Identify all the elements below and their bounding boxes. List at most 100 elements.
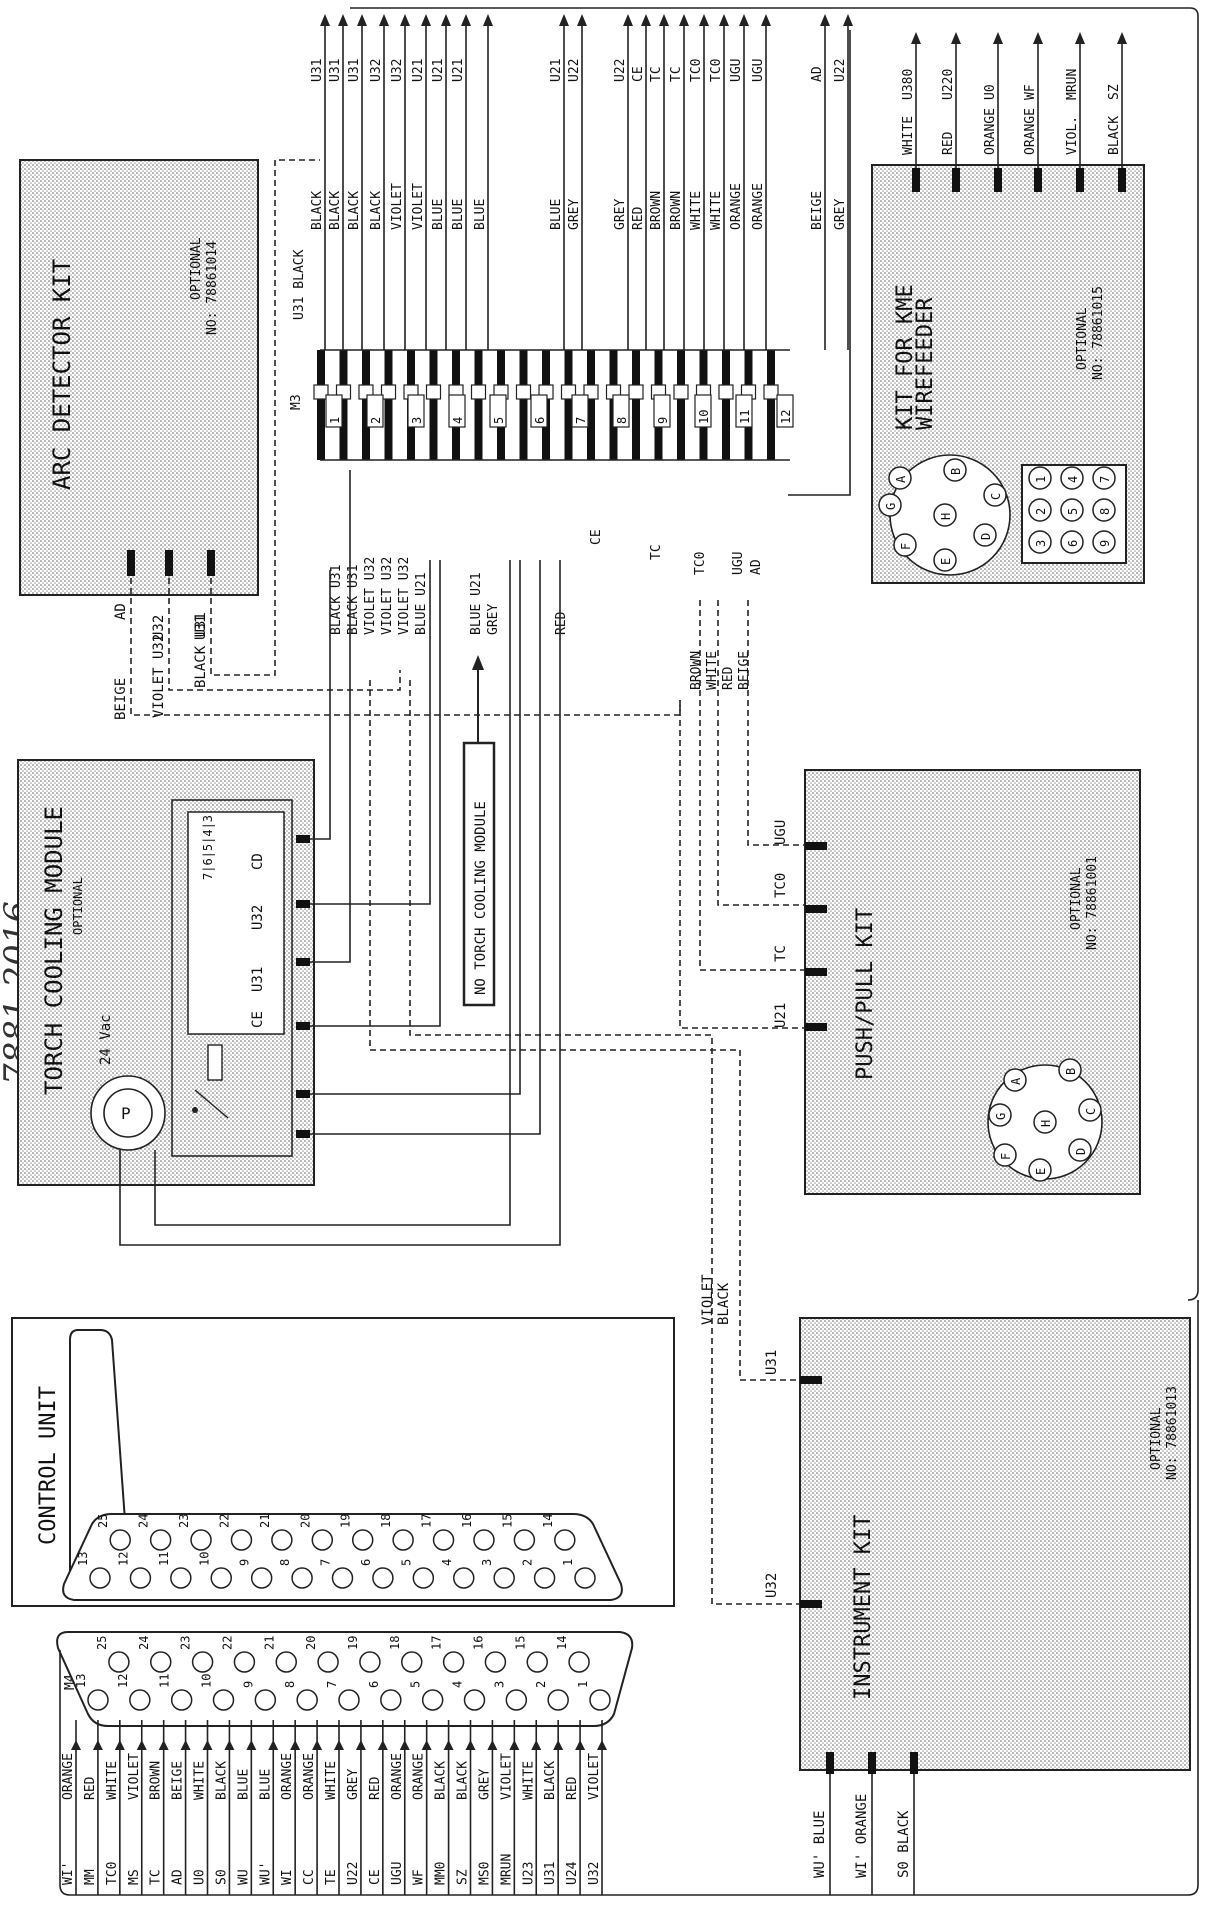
m3-right-color: WHITE [689,191,704,230]
m3-extra-label: WHITE [705,651,720,690]
kme-circle-pin-label: H [939,513,953,520]
control-unit-pin-number: 3 [480,1559,494,1566]
m3-wire-arrow [441,14,451,26]
m4-pin-number: 10 [200,1674,214,1688]
m4-pin-12 [129,1689,151,1711]
m4-wire-arrow [487,1740,498,1750]
m3-right-color: GREY [567,199,582,230]
m3-right-color: RED [631,206,646,230]
kme-kit-title: KIT FOR KME [893,284,918,430]
m3-wire-arrow [577,14,587,26]
m3-right-color: BLACK [369,191,384,230]
m3-right-signal: TC0 [709,59,724,82]
m3-right-color: GREY [833,199,848,230]
kme-circle-pin-label: F [899,543,913,550]
m4-pin-number: 24 [137,1636,151,1650]
instrument-terminals [800,1376,918,1774]
m4-pin-number: 20 [304,1636,318,1650]
m4-wire-color: GREY [346,1769,361,1800]
m4-wire-arrow [268,1740,279,1750]
kme-circle-pin-label: B [949,468,963,475]
relay-signal-u31: U31 [250,967,266,992]
no-torch-cooling-label: NO TORCH COOLING MODULE [473,801,489,995]
m3-position-number: 9 [656,417,670,424]
m3-left-label: VIOLET U32 [380,557,395,635]
m4-wire-signal: U32 [587,1862,602,1885]
m4-wire-signal: TE [324,1869,339,1885]
m3-wire-arrow [421,14,431,26]
m3-position-box [776,394,794,428]
m4-pin-4 [463,1689,486,1711]
m3-wire-arrow [357,14,367,26]
torch-cooling-title: TORCH COOLING MODULE [40,806,68,1095]
kme-grid-pin-3 [1028,530,1052,554]
m3-right-signal: U32 [390,59,405,82]
m3-extra-label: BROWN [689,651,704,690]
m3-position-number: 1 [328,417,342,424]
m3-left-label: BLUE U21 [469,572,484,635]
m3-right-color: BLUE [451,199,466,230]
kme-wire-signal: SZ [1107,84,1122,100]
m3-right-signal: U21 [431,59,446,82]
m3-terminal-cell [425,384,442,400]
m3-terminal-cell [763,384,779,400]
m3-right-color: WHITE [709,191,724,230]
instrument-wire-violet: VIOLET [700,1274,716,1325]
m3-u31-black-label: U31 BLACK [292,249,307,320]
m4-wire-color: RED [368,1776,383,1800]
m4-wire-signal: SZ [456,1869,471,1885]
m4-wire-color: WHITE [105,1761,120,1800]
outer-harness-line [350,7,1199,1301]
m4-pin-number: 16 [471,1636,485,1650]
m4-pin-number: 21 [262,1636,276,1650]
kme-circle-pin-label: A [894,475,908,483]
m3-left-label: BLACK U31 [346,565,361,635]
m3-extra-label: BEIGE [737,651,752,690]
m4-pin-7 [338,1689,360,1711]
m4-pin-number: 22 [220,1636,234,1650]
arc-wire-black: BLACK U31 [193,612,209,688]
m4-pin-number: 14 [555,1636,569,1650]
m3-right-signal: U21 [549,59,564,82]
m3-terminal-cell [515,384,532,400]
m4-pin-number: 17 [430,1636,444,1650]
m4-pin-number: 4 [451,1681,465,1688]
instrument-terminal-u31: U31 [764,1350,780,1375]
m4-wire-arrow [531,1740,542,1750]
m4-pin-20 [317,1651,339,1673]
push-pull-pin-G [988,1103,1012,1127]
m4-wire-signal: MM [83,1869,98,1885]
m3-wire-arrow [820,14,830,26]
m3-left-label: GREY [486,604,501,635]
m3-extra-label: RED [721,666,736,690]
push-pull-pin-label: H [1039,1120,1053,1127]
m3-wire-arrow [843,14,853,26]
m3-wire-arrow [761,14,771,26]
m4-pin-number: 3 [492,1681,506,1688]
control-unit-pin-21 [271,1529,293,1551]
kme-wire-labels: WHITEU380REDU220ORANGEU0ORANGEWFVIOL.MRU… [901,32,1127,155]
control-unit-pin-11 [170,1567,192,1589]
m4-wire-color: ORANGE [280,1753,295,1800]
m3-right-signal: CE [631,66,646,82]
m4-pin-25 [108,1651,130,1673]
m4-pin-number: 1 [576,1681,590,1688]
push-pull-pin-B [1058,1058,1082,1082]
m4-wire-color: VIOLET [499,1753,514,1800]
control-unit-pin-number: 5 [399,1559,413,1566]
kme-wire-color: ORANGE [983,108,998,155]
kme-grid-pin-label: 6 [1066,540,1080,547]
control-unit-pin-5 [412,1567,435,1589]
m4-pin-19 [359,1651,381,1673]
kme-wire-signal: MRUN [1065,69,1080,100]
control-unit-pin-number: 20 [298,1514,312,1528]
control-unit-pin-8 [291,1567,313,1589]
m3-left-label: BLACK U31 [329,565,344,635]
m4-pin-number: 11 [158,1674,172,1688]
instrument-kit-part-no: NO: 78861013 [1165,1386,1180,1480]
push-pull-pin-D [1068,1138,1092,1162]
m3-right-color: VIOLET [390,183,405,230]
kme-kit-title2: WIREFEEDER [913,297,938,430]
m3-position-number: 6 [533,417,547,424]
